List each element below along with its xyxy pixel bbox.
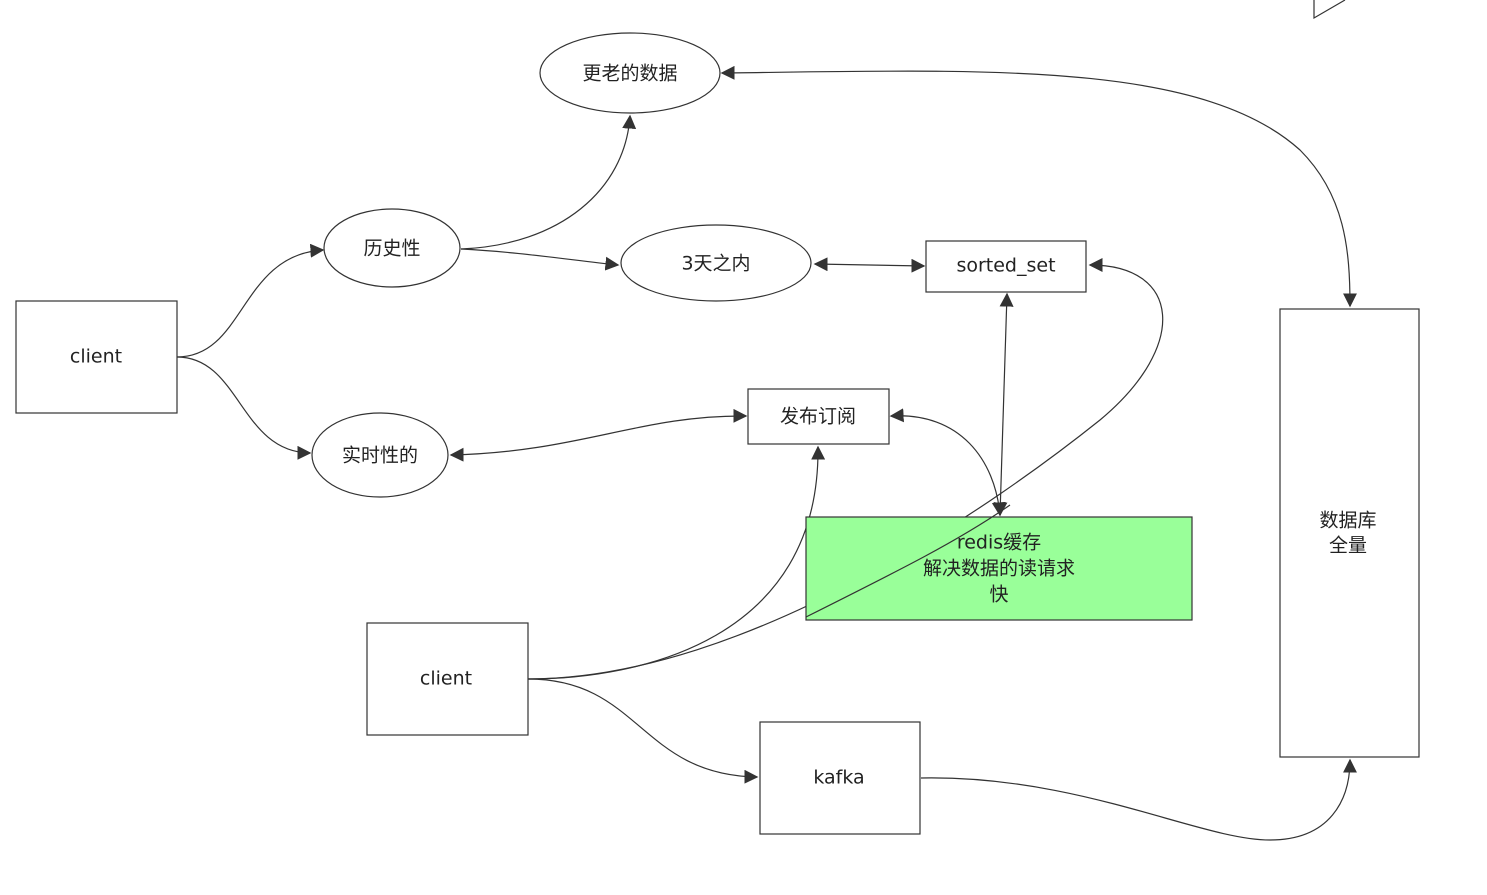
node-database-line1: 数据库 [1319, 510, 1376, 532]
edge-realtime-pubsub [449, 408, 748, 462]
node-realtime-label: 实时性的 [342, 445, 418, 467]
node-database[interactable]: 数据库 全量 [1279, 308, 1420, 758]
node-older-data-label: 更老的数据 [582, 63, 677, 85]
node-kafka-label: kafka [813, 767, 864, 789]
node-redis-line2: 解决数据的读请求 [923, 558, 1075, 580]
node-redis-line1: redis缓存 [957, 532, 1041, 554]
node-client-top-label: client [70, 346, 122, 368]
edge-kafka-to-database [920, 758, 1357, 841]
edge-3days-sortedset [813, 257, 926, 273]
edge-client-to-history [176, 243, 325, 358]
node-kafka[interactable]: kafka [759, 721, 921, 835]
node-sorted-set[interactable]: sorted_set [925, 240, 1087, 293]
node-redis-cache[interactable]: redis缓存 解决数据的读请求 快 [805, 516, 1193, 621]
node-history[interactable]: 历史性 [323, 208, 461, 288]
node-within-3-days-label: 3天之内 [681, 253, 750, 275]
node-pubsub-label: 发布订阅 [780, 406, 856, 428]
node-older-data[interactable]: 更老的数据 [539, 32, 721, 114]
edge-client-to-sortedset-overlay [805, 504, 1011, 618]
node-history-label: 历史性 [363, 238, 420, 260]
node-pubsub[interactable]: 发布订阅 [747, 388, 890, 445]
node-client-top[interactable]: client [15, 300, 178, 414]
edge-client-to-realtime [176, 356, 312, 460]
node-client-bottom[interactable]: client [366, 622, 529, 736]
node-client-bottom-label: client [420, 668, 472, 690]
edge-client-to-sortedset [527, 258, 1164, 680]
edge-client-to-kafka [527, 678, 759, 784]
edge-pubsub-redis [889, 408, 1006, 517]
edge-sortedset-redis [993, 292, 1014, 517]
edge-history-to-3days [460, 248, 620, 271]
node-redis-line3: 快 [989, 584, 1008, 606]
node-within-3-days[interactable]: 3天之内 [620, 224, 812, 302]
partial-corner-shape [1313, 0, 1346, 20]
node-sorted-set-label: sorted_set [956, 255, 1055, 277]
edge-client-to-pubsub [527, 445, 826, 680]
node-database-line2: 全量 [1329, 535, 1367, 557]
edge-history-to-older-data [460, 114, 637, 250]
edge-older-data-database [720, 65, 1357, 308]
node-realtime[interactable]: 实时性的 [311, 412, 449, 498]
